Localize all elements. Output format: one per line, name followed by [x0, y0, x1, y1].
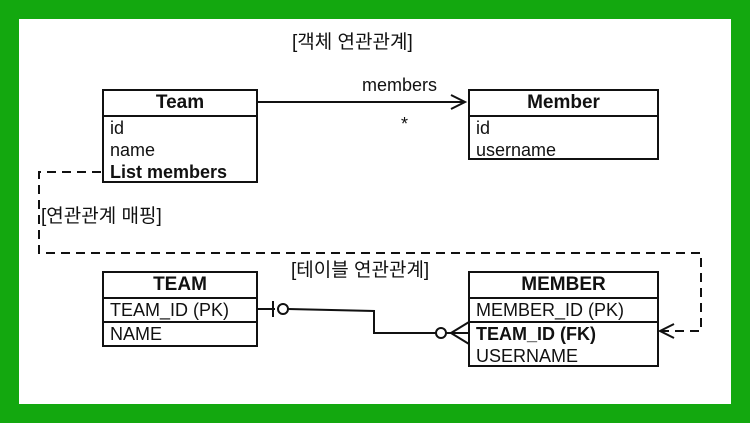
mapping-label: [연관관계 매핑] — [41, 206, 162, 227]
member-table-title: MEMBER — [470, 273, 657, 299]
team-field-name: name — [110, 140, 156, 160]
member-entity: Member id username — [468, 89, 659, 160]
table-relation-line — [257, 301, 470, 345]
member-field-id: id — [476, 118, 491, 138]
member-table: MEMBER MEMBER_ID (PK) TEAM_ID (FK) USERN… — [468, 271, 659, 367]
team-table-title: TEAM — [104, 273, 256, 299]
team-field-members: List members — [110, 162, 228, 182]
object-relation-label: [객체 연관관계] — [292, 32, 413, 53]
member-table-pk: MEMBER_ID (PK) — [470, 299, 657, 323]
multiplicity-label: * — [401, 114, 409, 134]
team-entity-title: Team — [104, 91, 256, 117]
mapping-dashed-line — [38, 171, 702, 332]
team-field-id: id — [110, 118, 125, 138]
team-entity: Team id name List members — [102, 89, 258, 183]
connector-layer — [38, 94, 702, 345]
table-relation-label: [테이블 연관관계] — [291, 260, 430, 281]
association-arrow — [257, 94, 468, 110]
member-entity-title: Member — [470, 91, 657, 117]
association-label: members — [362, 75, 438, 95]
team-table-column-name: NAME — [110, 324, 163, 344]
member-field-username: username — [476, 140, 557, 160]
member-table-fk: TEAM_ID (FK) — [476, 324, 596, 344]
team-table-pk: TEAM_ID (PK) — [104, 299, 256, 323]
mapping-arrowhead — [657, 323, 675, 339]
member-table-column-username: USERNAME — [476, 346, 579, 366]
team-table: TEAM TEAM_ID (PK) NAME — [102, 271, 258, 347]
